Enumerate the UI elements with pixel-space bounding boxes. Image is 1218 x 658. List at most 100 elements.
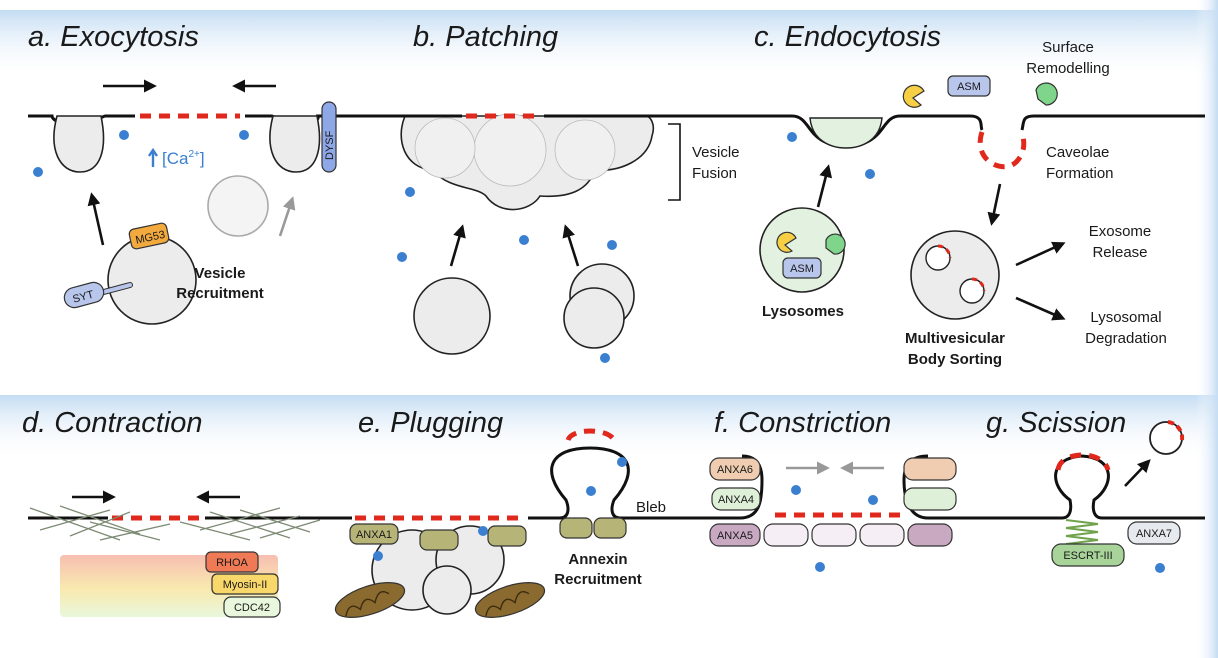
panel-g-scission: g. Scission ESCRT-III ANXA7 (986, 407, 1205, 573)
caveolae (977, 131, 1027, 170)
calcium-superscript: 2+ (188, 149, 200, 160)
down-arrow-icon (987, 183, 1002, 226)
arrow-right-icon (1015, 296, 1066, 321)
pacman-green-icon (1035, 82, 1058, 106)
bud-tear (1055, 452, 1111, 471)
membrane-with-bleb (330, 446, 700, 520)
anxa6-label: ANXA6 (717, 464, 753, 476)
anxa7-protein: ANXA7 (1127, 521, 1181, 545)
recruited-vesicle (107, 235, 197, 325)
up-arrow-icon (816, 164, 833, 208)
multivesicular-body (910, 230, 1000, 320)
dysf-label: DYSF (324, 130, 336, 160)
vesicle-recruitment-line2: Recruitment (176, 285, 264, 302)
exosome-release-line2: Release (1092, 244, 1147, 261)
anxa5-protein: ANXA5 (709, 523, 761, 547)
syt-label: SYT (71, 289, 95, 306)
calcium-ion (868, 495, 878, 505)
anxa7-label: ANXA7 (1136, 528, 1172, 540)
asm-label: ASM (957, 81, 981, 93)
calcium-ion (815, 562, 825, 572)
panel-a-exocytosis: a. Exocytosis [Ca2+] DYSF MG53 (28, 21, 400, 325)
panel-c-title: c. Endocytosis (754, 21, 941, 53)
calcium-ion (373, 551, 383, 561)
bleb-tear (565, 428, 617, 442)
lysosome-asm-label: ASM (790, 263, 814, 275)
up-right-arrow-icon (1124, 459, 1151, 487)
mvb-line1: Multivesicular (905, 330, 1005, 347)
actin-mesh (29, 505, 321, 541)
surface-remodelling-line2: Remodelling (1026, 60, 1109, 77)
panel-g-title: g. Scission (986, 407, 1126, 439)
cdc42-label: CDC42 (234, 602, 270, 614)
annexin-block (593, 517, 627, 539)
svg-text:[Ca2+]: [Ca2+] (162, 149, 205, 168)
annexin-block (903, 487, 957, 511)
pacman-green-icon (825, 233, 846, 255)
syt-protein: SYT (63, 281, 133, 309)
approaching-vesicle (207, 175, 269, 237)
vesicle-recruitment-line1: Vesicle (195, 265, 246, 282)
annexin-block (811, 523, 857, 547)
panel-d-title: d. Contraction (22, 407, 203, 439)
rhoa-label: RHOA (216, 557, 248, 569)
anxa6-protein: ANXA6 (709, 457, 761, 481)
panel-d-contraction: d. Contraction RHOA Myosin-II CDC42 (22, 407, 330, 618)
lysosome (759, 207, 845, 293)
escrt-spiral-icon (1065, 519, 1099, 545)
annexin-block (559, 517, 593, 539)
calcium-ion (586, 486, 596, 496)
annexin-block (487, 525, 527, 547)
fusion-bracket (668, 123, 681, 201)
panel-f-title: f. Constriction (714, 407, 891, 439)
myosin-protein: Myosin-II (211, 573, 279, 595)
bleb-label: Bleb (636, 499, 666, 516)
annexin-block (859, 523, 905, 547)
calcium-ion (607, 240, 617, 250)
up-arrow-icon (148, 147, 158, 167)
calcium-increase-label: [Ca2+] (148, 147, 205, 168)
annexin-block (419, 529, 459, 551)
escrt-protein: ESCRT-III (1051, 543, 1125, 567)
annexin-block (907, 523, 953, 547)
panel-b-title: b. Patching (413, 21, 558, 53)
calcium-ion (1155, 563, 1165, 573)
asm-enzyme: ASM (947, 75, 991, 97)
calcium-ion (33, 167, 43, 177)
mg53-protein: MG53 (128, 222, 170, 250)
up-arrow-icon (562, 224, 580, 267)
lysosomal-degradation-line2: Degradation (1085, 330, 1167, 347)
calcium-ion (617, 457, 627, 467)
panel-b-patching: b. Patching Vesicle Fusion (355, 21, 760, 363)
membrane-with-bud (1050, 454, 1205, 520)
calcium-ion (865, 169, 875, 179)
fusing-vesicle-right (269, 115, 321, 173)
top-header-band (0, 10, 1218, 80)
panel-c-endocytosis: c. Endocytosis Surface Remodelling ASM C… (754, 21, 1205, 368)
calcium-ion (787, 132, 797, 142)
calcium-ion (239, 130, 249, 140)
calcium-ion (791, 485, 801, 495)
annexin-block (903, 457, 957, 481)
calcium-ion (397, 252, 407, 262)
anxa1-protein: ANXA1 (349, 523, 399, 545)
gray-up-arrow-icon (278, 196, 296, 237)
surface-remodelling-line1: Surface (1042, 39, 1094, 56)
annexin-recruitment-line1: Annexin (568, 551, 627, 568)
fusing-vesicle-left (53, 115, 105, 173)
arrow-right-icon (1015, 241, 1066, 267)
right-edge-shade (1195, 0, 1218, 658)
myosin-label: Myosin-II (223, 579, 268, 591)
vesicle-fusion-line1: Vesicle (692, 144, 740, 161)
calcium-bracket: ] (200, 149, 205, 168)
calcium-text: [Ca (162, 149, 189, 168)
endocytic-vesicle (809, 117, 883, 149)
dysf-protein: DYSF (321, 101, 337, 173)
panel-f-constriction: f. Constriction ANXA6 ANXA4 ANXA5 (700, 407, 1050, 572)
mvb-line2: Body Sorting (908, 351, 1002, 368)
calcium-ion (519, 235, 529, 245)
mitochondrion-icon (474, 582, 546, 618)
exosome-release-line1: Exosome (1089, 223, 1152, 240)
panel-a-title: a. Exocytosis (28, 21, 199, 53)
up-arrow-icon (87, 192, 105, 246)
